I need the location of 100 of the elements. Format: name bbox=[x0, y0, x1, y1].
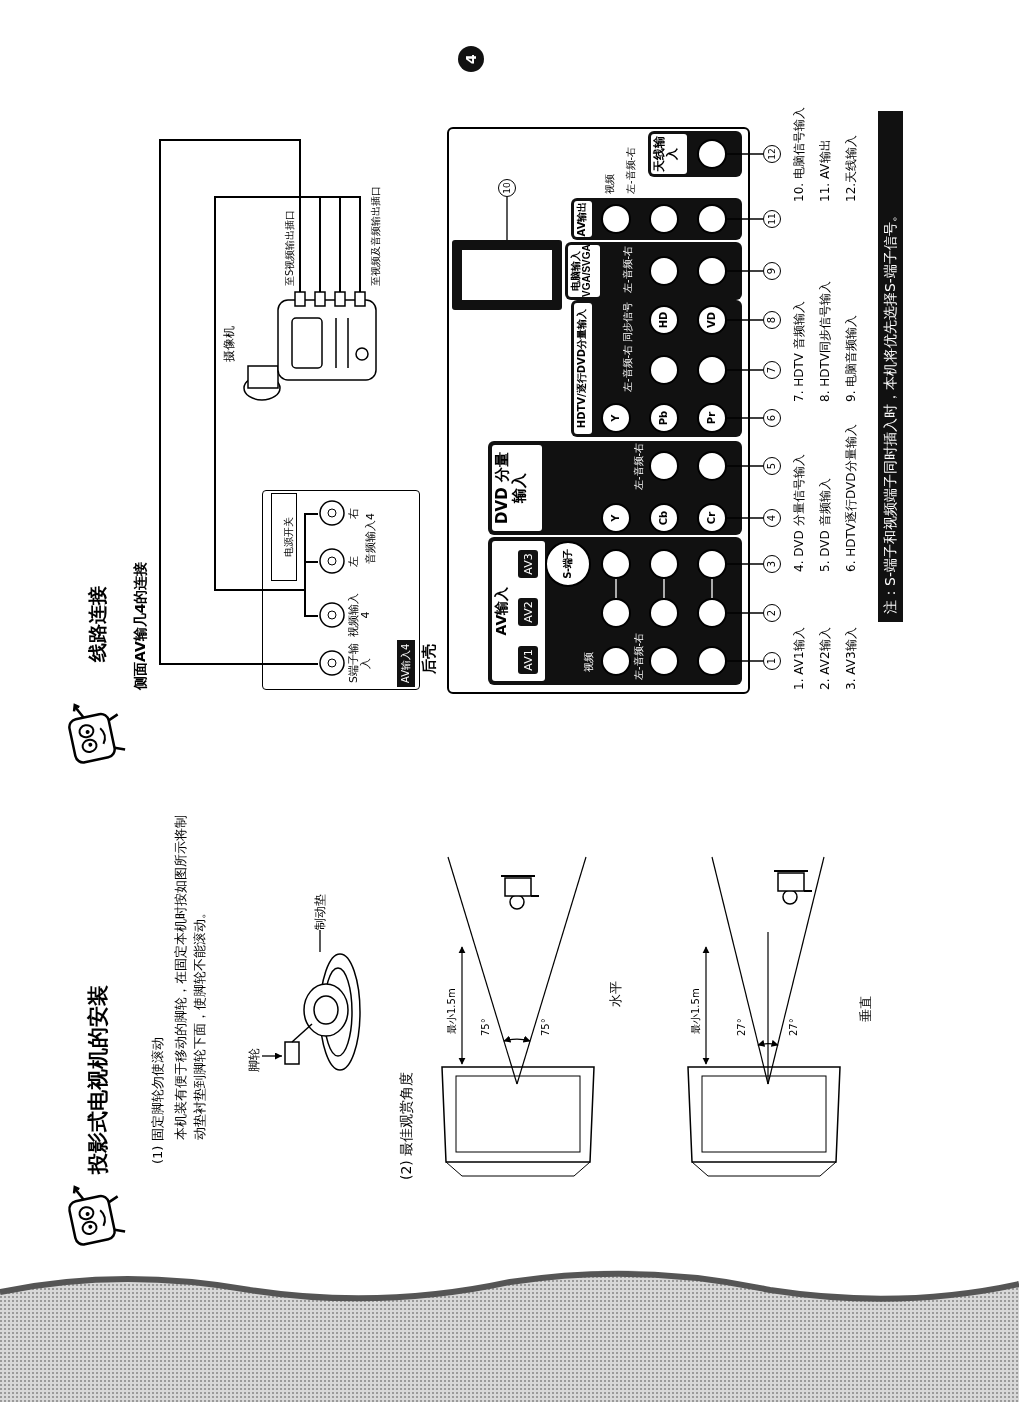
key-item: 2. AV2输入 bbox=[818, 627, 833, 690]
note-banner: 注：S-端子和视频端子同时插入时，本机将优先选择S-端子信号。 bbox=[878, 111, 903, 622]
angle-label: 27° bbox=[788, 1018, 800, 1036]
callout-number: 1 bbox=[763, 652, 781, 670]
input-group bbox=[565, 242, 742, 300]
panel-heading: 后壳 bbox=[420, 644, 439, 674]
input-group bbox=[571, 198, 742, 240]
leader-line bbox=[726, 369, 764, 371]
leader-line bbox=[726, 465, 764, 467]
input-jack bbox=[697, 598, 727, 628]
port-label: 左-音频-右 bbox=[633, 632, 645, 680]
port-label: 左-音频-右 bbox=[622, 245, 634, 293]
step-heading: (1) 固定脚轮勿使滚动 bbox=[150, 1037, 166, 1164]
callout-number: 8 bbox=[763, 311, 781, 329]
key-item: 1. AV1输入 bbox=[792, 627, 807, 690]
input-jack bbox=[697, 204, 727, 234]
key-item: 10. 电脑信号输入 bbox=[792, 107, 807, 202]
input-group bbox=[571, 300, 742, 437]
caster-drawing bbox=[282, 952, 362, 1072]
callout-number: 7 bbox=[763, 361, 781, 379]
leader-line bbox=[726, 517, 764, 519]
input-tab: AV1 bbox=[518, 646, 538, 674]
port-label: 左-音频-右 bbox=[633, 442, 645, 490]
leader-line bbox=[506, 196, 508, 241]
key-item: 6. HDTV逐行DVD分量输入 bbox=[844, 424, 859, 572]
input-jack: Cb bbox=[649, 503, 679, 533]
input-jack bbox=[601, 204, 631, 234]
input-jack bbox=[649, 204, 679, 234]
dimension-label: 最小1.5m bbox=[690, 988, 702, 1034]
jack-link bbox=[711, 578, 713, 599]
port-label: 同步信号 bbox=[622, 302, 634, 342]
leader-line bbox=[726, 563, 764, 565]
callout-number: 5 bbox=[763, 457, 781, 475]
leader-line bbox=[726, 270, 764, 272]
side-panel bbox=[262, 490, 420, 690]
part-label: 制动垫 bbox=[312, 886, 328, 930]
key-item: 9. 电脑音频输入 bbox=[844, 314, 859, 402]
group-label: DVD 分量输入 bbox=[492, 445, 542, 531]
input-group bbox=[488, 537, 742, 685]
input-jack: VD bbox=[697, 305, 727, 335]
callout-number: 2 bbox=[763, 604, 781, 622]
input-jack bbox=[601, 549, 631, 579]
input-jack bbox=[697, 139, 727, 169]
input-group bbox=[488, 441, 742, 535]
section-heading: 线路连接 bbox=[86, 586, 109, 662]
leader-line bbox=[726, 612, 764, 614]
key-item: 4. DVD 分量信号输入 bbox=[792, 454, 807, 572]
leader-line bbox=[319, 929, 321, 953]
leader-line bbox=[726, 319, 764, 321]
input-jack bbox=[601, 598, 631, 628]
group-label: AV输出 bbox=[574, 201, 592, 237]
jack-link bbox=[663, 578, 665, 599]
input-jack bbox=[649, 646, 679, 676]
drawing-caption: 垂直 bbox=[858, 996, 874, 1022]
input-jack bbox=[649, 598, 679, 628]
camcorder-label: 摄像机 bbox=[222, 326, 237, 362]
leader-line bbox=[726, 218, 764, 220]
input-jack: Pb bbox=[649, 403, 679, 433]
callout-number: 11 bbox=[763, 210, 781, 228]
key-item: 7. HDTV 音频输入 bbox=[792, 301, 807, 402]
callout-number: 10 bbox=[498, 179, 516, 197]
input-tab: AV2 bbox=[518, 598, 538, 626]
rear-panel bbox=[420, 127, 750, 694]
input-group bbox=[648, 131, 742, 177]
input-jack bbox=[697, 646, 727, 676]
port-label: 音频输入4 bbox=[364, 513, 378, 564]
drawing-caption: 水平 bbox=[608, 981, 624, 1007]
leader-line bbox=[726, 660, 764, 662]
leader-line bbox=[726, 417, 764, 419]
dimension-label: 最小1.5m bbox=[446, 988, 458, 1034]
callout-number: 12 bbox=[763, 145, 781, 163]
port-label: 视频 bbox=[583, 652, 595, 672]
leader-line bbox=[261, 1052, 283, 1060]
input-jack: Y bbox=[601, 403, 631, 433]
input-jack bbox=[649, 451, 679, 481]
angle-label: 27° bbox=[736, 1018, 748, 1036]
key-item: 5. DVD 音频输入 bbox=[818, 478, 833, 572]
input-jack: S-端子 bbox=[545, 541, 591, 587]
power-switch: 电源开关 bbox=[271, 493, 297, 581]
input-jack bbox=[649, 549, 679, 579]
input-jack: Cr bbox=[697, 503, 727, 533]
callout-number: 3 bbox=[763, 555, 781, 573]
input-jack bbox=[649, 256, 679, 286]
angle-label: 75° bbox=[480, 1018, 492, 1036]
input-jack: Pr bbox=[697, 403, 727, 433]
key-item: 12.天线输入 bbox=[844, 134, 859, 202]
port-label: 左-音频-右 bbox=[622, 344, 634, 392]
input-jack bbox=[697, 549, 727, 579]
input-jack bbox=[601, 646, 631, 676]
panel-tab: AV输入4 bbox=[397, 639, 415, 687]
leader-line bbox=[726, 153, 764, 155]
callout-number: 4 bbox=[763, 509, 781, 527]
angle-label: 75° bbox=[540, 1018, 552, 1036]
port-label: 至视频及音频输出插口 bbox=[370, 186, 382, 286]
sub-heading: 侧面AV输几4的连接 bbox=[132, 561, 149, 690]
group-label: 天线输入 bbox=[651, 134, 687, 174]
callout-number: 6 bbox=[763, 409, 781, 427]
input-jack bbox=[649, 355, 679, 385]
key-item: 8. HDTV同步信号输入 bbox=[818, 280, 833, 402]
page-number: 4 bbox=[458, 46, 484, 72]
